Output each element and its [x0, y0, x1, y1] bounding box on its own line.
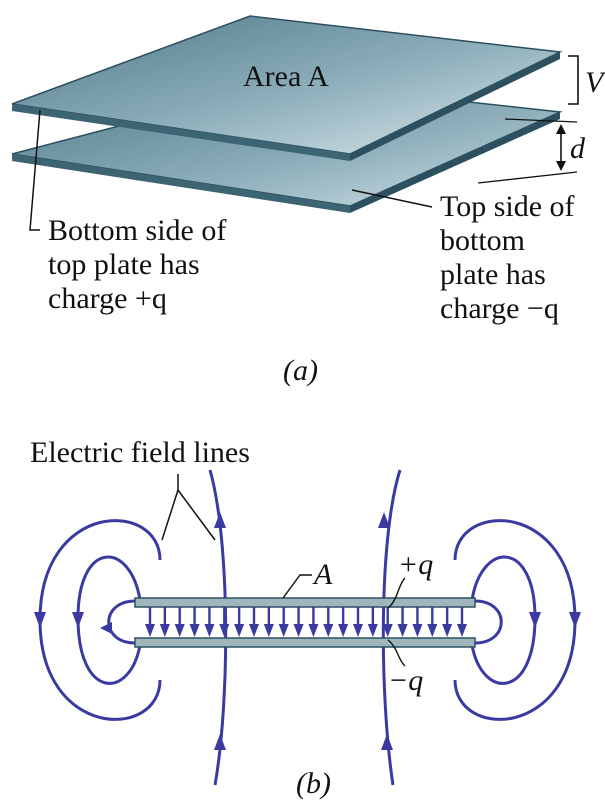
inner-field-arrowhead — [145, 624, 155, 637]
field-arrowheads — [34, 512, 581, 750]
field-lines-leader — [161, 474, 216, 541]
bottom-plate-b — [134, 637, 476, 648]
inner-field-arrowhead — [204, 624, 215, 637]
top-plate-note-line-2: top plate has — [48, 248, 200, 281]
bottom-plate-note-line-4: charge −q — [440, 292, 559, 325]
top-plate-note-line-3: charge +q — [48, 282, 167, 315]
panel-b: Electric field lines — [30, 436, 581, 800]
field-line-left-cap — [107, 599, 136, 645]
inner-field-arrowhead — [457, 624, 467, 637]
plus-charge-label: +q — [398, 548, 433, 581]
field-line-right-outer — [453, 519, 577, 721]
inner-field-arrowhead — [249, 624, 259, 637]
voltage-label: V — [585, 66, 605, 99]
arrowhead-left-vertical-top — [214, 512, 226, 528]
inner-field-arrowhead — [278, 624, 289, 637]
inner-field-arrowhead — [189, 624, 200, 637]
inner-field-arrowhead — [412, 624, 423, 637]
arrowhead-right-vertical-top — [378, 512, 390, 528]
field-line-right-inner — [470, 555, 537, 685]
top-plate-note-line-1: Bottom side of — [48, 214, 226, 247]
inner-field-arrowhead — [353, 624, 363, 637]
inner-field-arrowhead — [323, 624, 334, 637]
inner-field-arrowhead — [308, 624, 319, 637]
area-label-b: A — [312, 558, 333, 591]
inner-field-arrowhead — [367, 624, 378, 637]
arrowhead-left-vertical-bottom — [214, 734, 226, 750]
inner-field-arrowhead — [427, 624, 438, 637]
arrowhead-left-outer — [34, 612, 46, 628]
top-plate — [11, 15, 563, 161]
inner-field-arrowhead — [382, 624, 393, 637]
top-plate-leader — [29, 109, 41, 231]
voltage-bracket — [568, 55, 579, 105]
arrowhead-left-inner — [72, 612, 84, 628]
arrowhead-right-inner — [529, 612, 541, 628]
bottom-plate-leader — [351, 189, 433, 208]
separation-dimension — [477, 118, 578, 184]
caption-b: (b) — [296, 767, 331, 800]
inner-field-arrowhead — [442, 624, 453, 637]
bottom-plate-note: Top side of bottom plate has charge −q — [440, 190, 582, 325]
bottom-plate-note-line-1: Top side of — [440, 190, 575, 223]
area-a-label: Area A — [243, 60, 329, 93]
panel-a: Area A V d Bottom side of top plate has … — [11, 15, 605, 387]
area-leader-b — [282, 574, 312, 599]
separation-label: d — [570, 132, 586, 165]
field-lines-label: Electric field lines — [30, 436, 250, 469]
inner-field-arrowhead — [263, 624, 274, 637]
inner-field-arrowhead — [338, 624, 349, 637]
inner-field-arrowhead — [234, 624, 245, 637]
inner-field-lines — [145, 607, 467, 637]
inner-field-arrowhead — [219, 624, 230, 637]
arrowhead-right-vertical-bottom — [381, 734, 393, 750]
minus-charge-label: −q — [388, 664, 423, 697]
inner-field-arrowhead — [293, 624, 304, 637]
field-line-left-outer — [38, 519, 162, 721]
bottom-plate-note-line-3: plate has — [440, 258, 546, 291]
minus-charge-leader — [387, 639, 406, 667]
inner-field-arrowhead — [159, 624, 170, 637]
plus-charge-leader — [387, 577, 406, 609]
field-lines — [38, 469, 577, 786]
bottom-plate-note-line-2: bottom — [440, 224, 525, 257]
arrowhead-right-outer — [569, 612, 581, 628]
arrowhead-left-cap — [100, 622, 112, 634]
field-line-right-cap — [474, 599, 503, 645]
top-plate-b — [134, 597, 476, 608]
top-plate-note: Bottom side of top plate has charge +q — [48, 214, 234, 315]
inner-field-arrowhead — [397, 624, 408, 637]
caption-a: (a) — [283, 354, 318, 387]
inner-field-arrowhead — [174, 624, 185, 637]
